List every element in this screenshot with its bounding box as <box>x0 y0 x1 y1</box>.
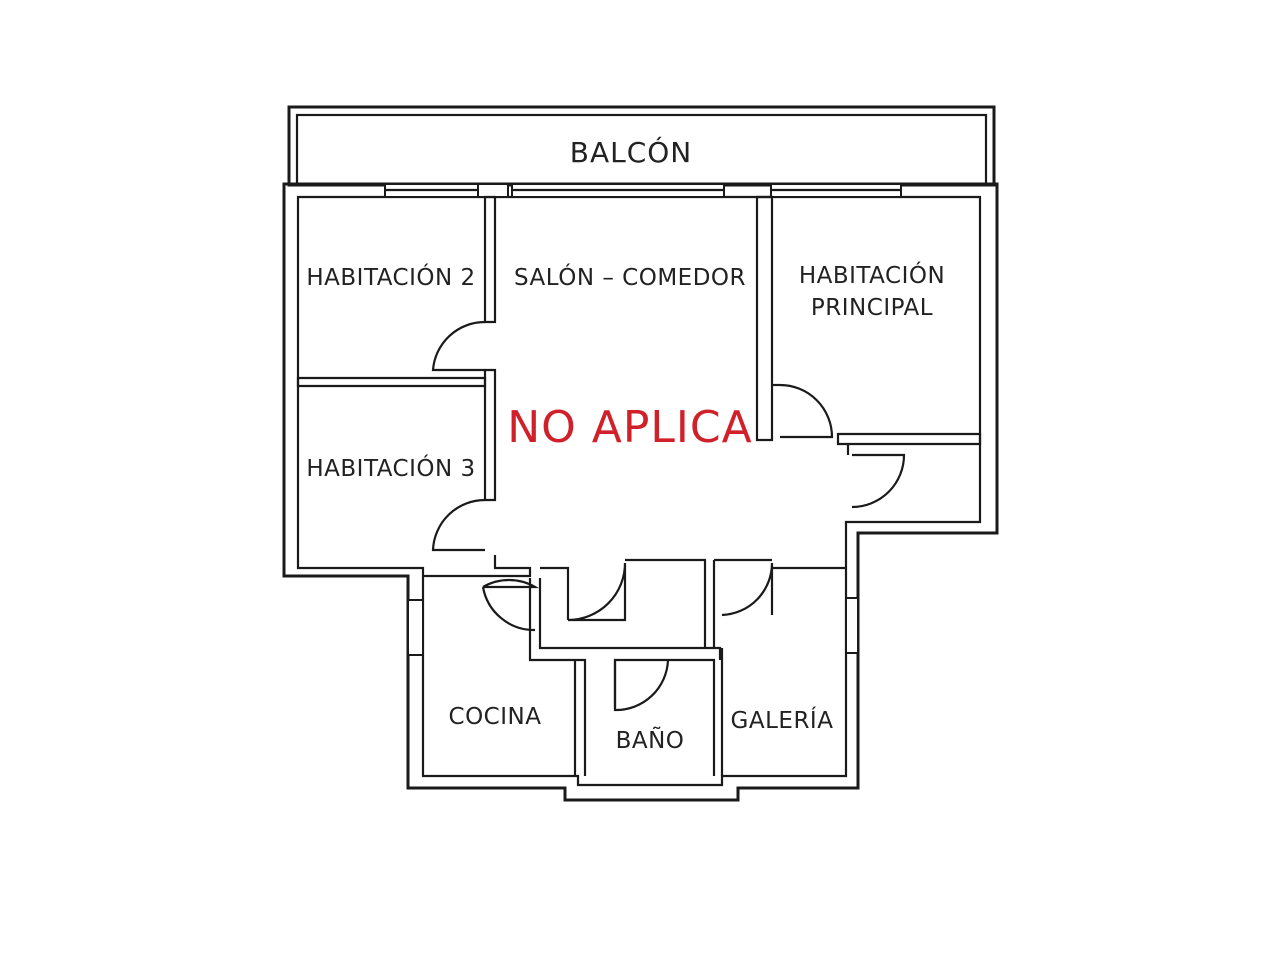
habitacion-3-label: HABITACIÓN 3 <box>306 454 475 482</box>
galeria-label: GALERÍA <box>731 706 834 734</box>
door-habitacion-2 <box>431 320 486 372</box>
cocina-label: COCINA <box>449 704 542 730</box>
no-aplica-stamp: NO APLICA <box>507 402 752 453</box>
habitacion-principal-label-line1: HABITACIÓN <box>799 261 945 289</box>
door-habitacion-principal <box>779 383 834 439</box>
bano-label: BAÑO <box>616 726 685 754</box>
facade-windows <box>384 183 902 656</box>
outer-walls <box>282 182 999 802</box>
salon-comedor-label: SALÓN – COMEDOR <box>514 263 746 291</box>
interior-walls <box>296 195 982 776</box>
doors <box>431 320 906 712</box>
habitacion-principal-label-line2: PRINCIPAL <box>811 295 933 321</box>
door-habitacion-3 <box>431 498 486 552</box>
door-closet <box>851 453 906 509</box>
door-galeria <box>721 562 774 617</box>
door-cocina <box>481 578 540 632</box>
habitacion-2-label: HABITACIÓN 2 <box>306 263 475 291</box>
door-bano <box>613 658 670 712</box>
door-hall <box>567 562 627 622</box>
balcon-label: BALCÓN <box>570 135 693 169</box>
